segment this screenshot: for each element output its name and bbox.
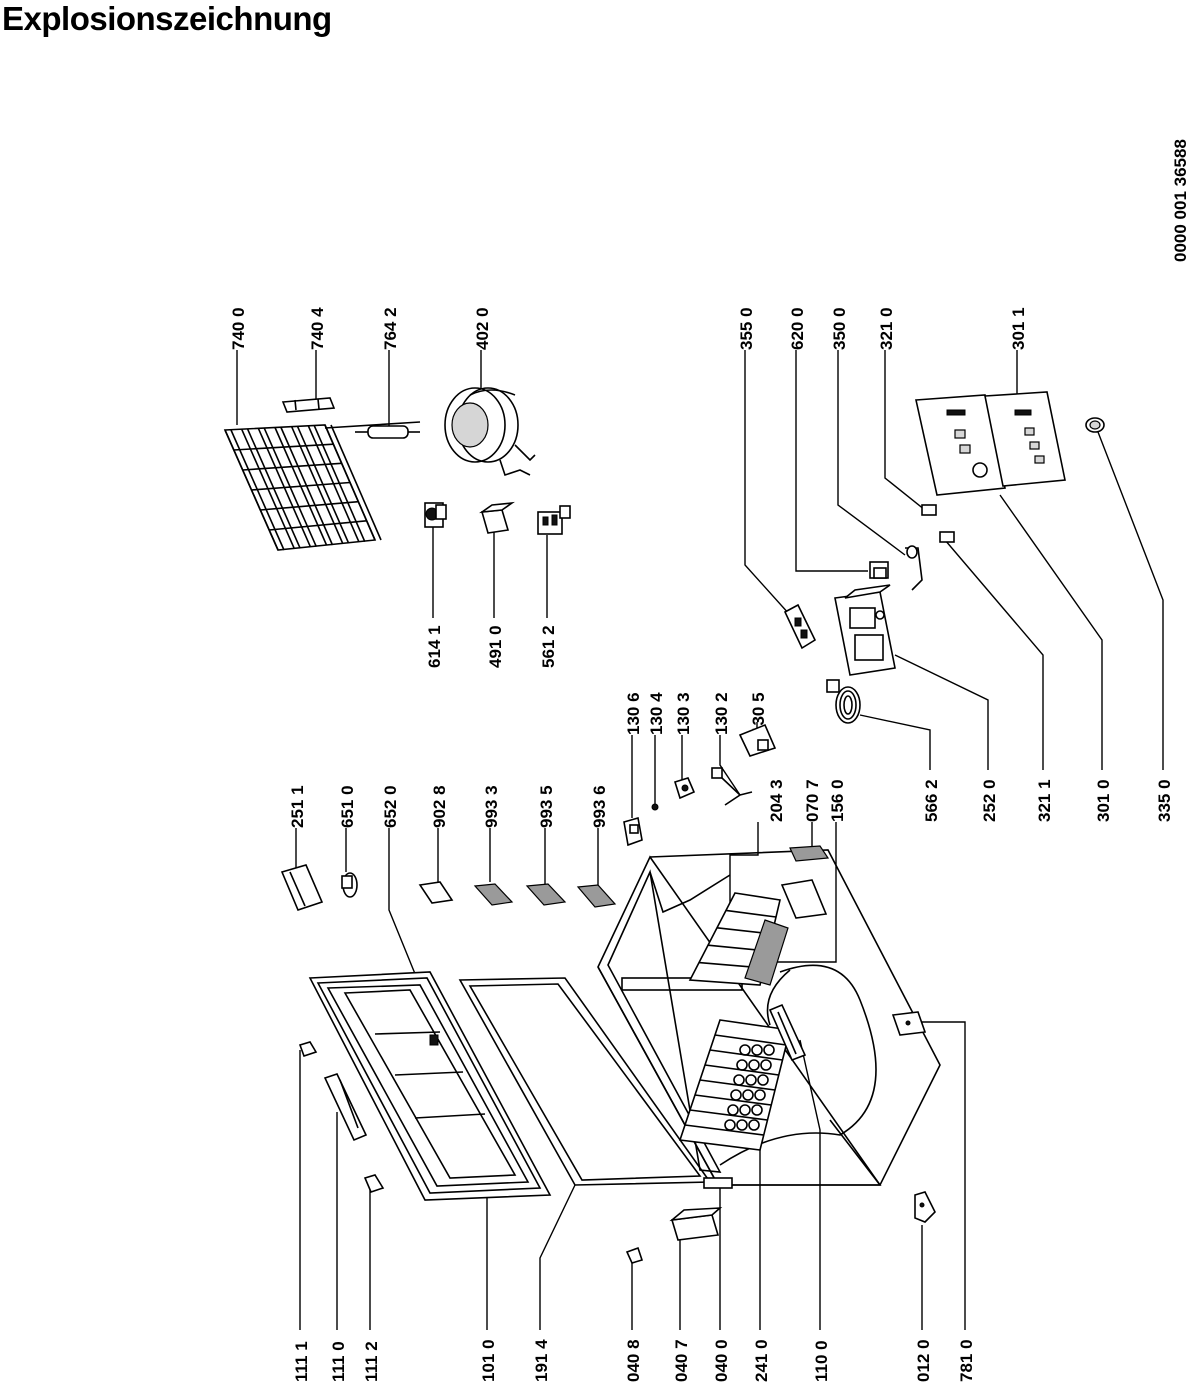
part-label-251-1: 251 1 bbox=[288, 785, 307, 828]
part-label-191-4: 191 4 bbox=[532, 1339, 551, 1382]
vent-0707 bbox=[789, 845, 830, 862]
part-label-740-4: 740 4 bbox=[308, 307, 327, 350]
part-label-993-3: 993 3 bbox=[482, 785, 501, 828]
part-label-111-0: 111 0 bbox=[329, 1341, 348, 1382]
part-label-335-0: 335 0 bbox=[1155, 779, 1174, 822]
part-label-301-0: 301 0 bbox=[1094, 779, 1113, 822]
part-label-321-1: 321 1 bbox=[1035, 779, 1054, 822]
part-label-993-5: 993 5 bbox=[537, 785, 556, 828]
part-label-301-1: 301 1 bbox=[1009, 307, 1028, 350]
part-labels: 740 0 740 4 764 2 402 0 355 0 620 0 350 0 321 0… bbox=[229, 307, 1174, 1382]
evaporator-grid bbox=[744, 919, 789, 986]
part-label-130-6: 130 6 bbox=[624, 692, 643, 735]
part-label-111-2: 111 2 bbox=[362, 1341, 381, 1382]
part-label-040-8: 040 8 bbox=[624, 1339, 643, 1382]
leveling-foot-0120 bbox=[914, 1191, 936, 1223]
part-label-130-5: 130 5 bbox=[749, 692, 768, 735]
door-handle-cap bbox=[280, 864, 324, 911]
door-lock bbox=[341, 872, 358, 898]
cabinet-body bbox=[597, 845, 941, 1186]
dryer-filter bbox=[355, 425, 420, 439]
vent-grille-9935 bbox=[525, 883, 567, 906]
part-label-402-0: 402 0 bbox=[473, 307, 492, 350]
part-label-110-0: 110 0 bbox=[812, 1340, 831, 1382]
starter-relay bbox=[424, 502, 447, 528]
control-panel-front bbox=[915, 394, 1006, 496]
condenser-coil bbox=[223, 421, 421, 551]
part-label-355-0: 355 0 bbox=[737, 307, 756, 350]
control-panel-cover bbox=[984, 391, 1066, 487]
part-label-241-0: 241 0 bbox=[752, 1339, 771, 1382]
lamp bbox=[905, 545, 923, 591]
part-label-130-3: 130 3 bbox=[674, 692, 693, 735]
spacer-0400 bbox=[703, 1177, 733, 1189]
part-label-350-0: 350 0 bbox=[830, 307, 849, 350]
clip-upper bbox=[921, 504, 937, 516]
terminal-block bbox=[537, 505, 571, 535]
part-label-561-2: 561 2 bbox=[539, 625, 558, 668]
thermostat-unit bbox=[783, 603, 817, 650]
part-label-566-2: 566 2 bbox=[922, 779, 941, 822]
part-label-101-0: 101 0 bbox=[479, 1339, 498, 1382]
screw-1304 bbox=[651, 803, 659, 811]
control-knob bbox=[1085, 417, 1105, 433]
part-label-111-1: 111 1 bbox=[292, 1341, 311, 1382]
hinge-pin-1306 bbox=[623, 816, 643, 847]
capacitor-box bbox=[479, 501, 515, 534]
diagram-title: Explosionszeichnung bbox=[2, 0, 332, 37]
hinge-cover-1112 bbox=[363, 1174, 385, 1193]
storage-basket-lower bbox=[678, 1019, 791, 1151]
switch bbox=[869, 561, 889, 579]
divider-bar bbox=[768, 1003, 807, 1062]
hinge-cover-1111 bbox=[298, 1041, 318, 1058]
vent-grille-9933 bbox=[473, 883, 514, 906]
part-label-012-0: 012 0 bbox=[914, 1339, 933, 1382]
part-label-993-6: 993 6 bbox=[590, 785, 609, 828]
part-label-040-7: 040 7 bbox=[672, 1339, 691, 1382]
clip-lower bbox=[939, 531, 955, 543]
part-label-204-3: 204 3 bbox=[767, 779, 786, 822]
part-label-070-7: 070 7 bbox=[803, 779, 822, 822]
part-label-130-2: 130 2 bbox=[712, 692, 731, 735]
thermostat-spring bbox=[826, 679, 861, 724]
part-label-652-0: 652 0 bbox=[381, 785, 400, 828]
vent-grille-9936 bbox=[576, 884, 617, 908]
freezer-lid bbox=[308, 971, 552, 1201]
control-housing bbox=[834, 584, 896, 676]
hinge-bar-1110 bbox=[323, 1073, 368, 1142]
cable-clip-0408 bbox=[625, 1246, 644, 1264]
coil-bracket bbox=[281, 397, 336, 413]
label-plate bbox=[418, 881, 454, 904]
bracket-1303 bbox=[673, 777, 696, 800]
wire-1302 bbox=[711, 767, 753, 806]
compressor bbox=[444, 387, 536, 477]
part-label-040-0: 040 0 bbox=[712, 1339, 731, 1382]
part-label-651-0: 651 0 bbox=[338, 785, 357, 828]
part-label-620-0: 620 0 bbox=[788, 307, 807, 350]
part-label-764-2: 764 2 bbox=[381, 307, 400, 350]
leader-lines bbox=[236, 350, 1164, 1330]
part-label-130-4: 130 4 bbox=[647, 692, 666, 735]
part-label-740-0: 740 0 bbox=[229, 307, 248, 350]
part-label-252-0: 252 0 bbox=[980, 779, 999, 822]
document-number: 0000 001 36588 bbox=[1171, 139, 1186, 262]
part-label-156-0: 156 0 bbox=[828, 779, 847, 822]
part-label-614-1: 614 1 bbox=[425, 625, 444, 668]
part-label-902-8: 902 8 bbox=[430, 785, 449, 828]
drain-cap-0407 bbox=[669, 1207, 723, 1241]
part-label-781-0: 781 0 bbox=[957, 1339, 976, 1382]
part-label-491-0: 491 0 bbox=[486, 625, 505, 668]
part-label-321-0: 321 0 bbox=[877, 307, 896, 350]
hinge-bracket-1305 bbox=[738, 723, 777, 757]
